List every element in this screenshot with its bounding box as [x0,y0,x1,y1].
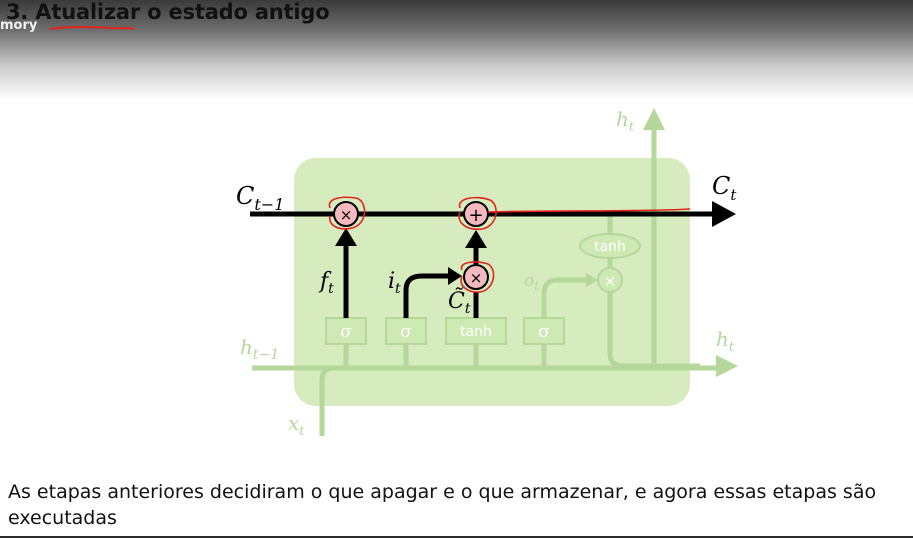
output-multiply-label: × [604,272,617,290]
slide-header-band [0,0,913,100]
output-multiply-node [597,267,623,293]
forget-multiply-label: × [340,206,353,224]
red-annotations [328,196,691,293]
gate-sigma-input-label: σ [400,322,412,342]
output-tanh-label: tanh [594,239,626,255]
label-o: ot [524,271,539,293]
gate-sigma-forget-label: σ [340,322,352,342]
gate-tanh-candidate-label: tanh [460,324,492,340]
gate-boxes [325,317,565,345]
label-h-top: ht [616,107,635,135]
slide-title: 3. Atualizar o estado antigo [6,0,330,24]
input-multiply-node [463,264,489,290]
cell-add-label: + [468,205,483,226]
output-tanh-node [579,233,641,259]
gate-sigma-output [523,317,565,345]
cell-state-arrowhead [712,201,736,227]
label-x-in: xt [288,411,305,439]
label-c-tilde: C̃t [448,288,471,317]
forget-multiply-node [333,201,359,227]
bottom-divider [0,536,913,538]
forget-arrowhead [335,228,357,246]
label-h-right: ht [716,327,735,355]
h-right-arrowhead [716,355,738,377]
ot-arrowhead [586,273,598,287]
input-path [403,273,452,318]
label-c-out: Ct [712,172,737,204]
input-multiply-label: × [470,269,483,287]
faded-wiring [252,130,720,436]
label-h-prev: ht−1 [240,335,279,363]
label-i: it [388,269,401,297]
slide-caption: As etapas anteriores decidiram o que apa… [8,481,877,529]
label-c-prev: Ct−1 [236,182,284,214]
gate-sigma-output-label: σ [538,322,550,342]
slide-subtitle-fragment: mory [0,18,38,33]
h-top-arrowhead [643,108,665,130]
input-arrowhead [448,267,462,285]
cell-add-node [463,201,489,227]
update-arrowhead [465,230,487,248]
